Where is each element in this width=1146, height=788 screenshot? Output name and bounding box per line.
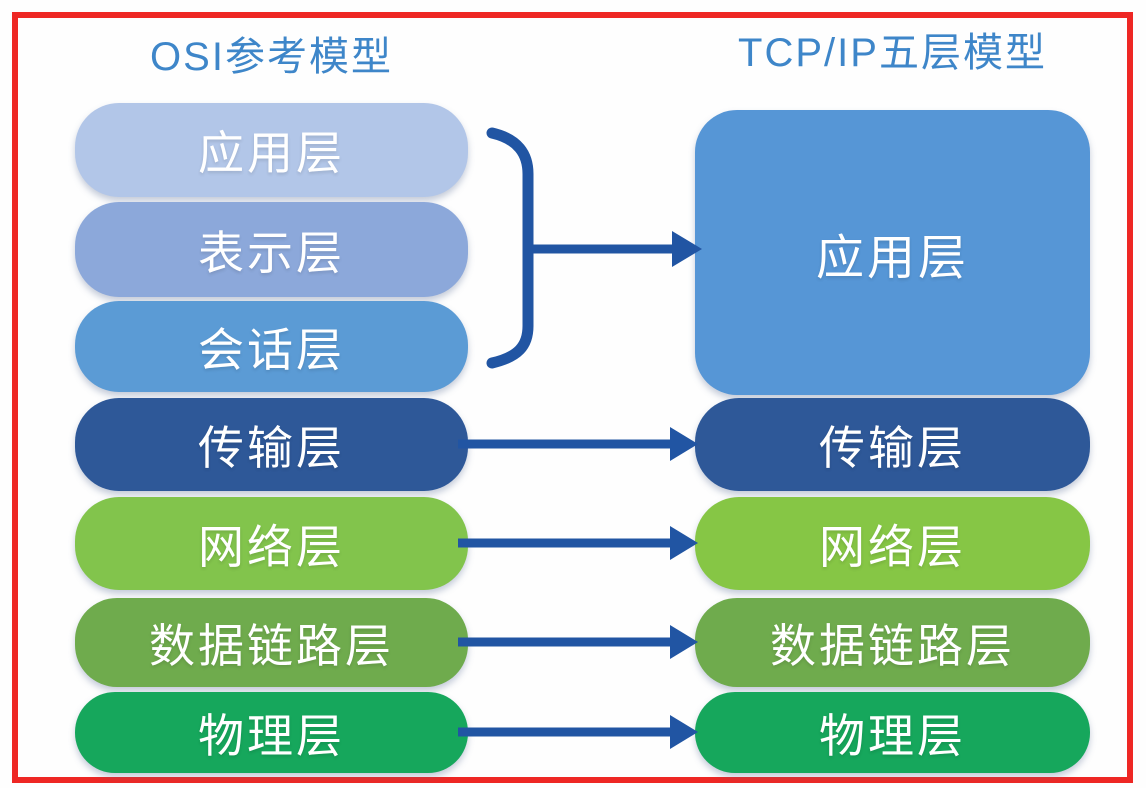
tcpip-layer-application-label: 应用层	[815, 231, 969, 285]
osi-model-title: OSI参考模型	[150, 35, 393, 79]
osi-layer-physical: 物理层	[75, 692, 468, 773]
arrow-network-icon	[458, 526, 698, 560]
arrow-datalink-icon	[458, 625, 698, 659]
tcpip-model-title: TCP/IP五层模型	[738, 31, 1047, 75]
tcpip-layer-physical: 物理层	[695, 692, 1090, 773]
tcpip-layer-network-label: 网络层	[819, 520, 966, 573]
osi-layer-physical-label: 物理层	[198, 709, 345, 762]
osi-layer-session: 会话层	[75, 301, 468, 392]
osi-layer-datalink-label: 数据链路层	[149, 619, 394, 672]
osi-layer-datalink: 数据链路层	[75, 598, 468, 687]
tcpip-layer-application: 应用层	[695, 110, 1090, 395]
arrow-transport-icon	[458, 427, 698, 461]
osi-layer-transport: 传输层	[75, 398, 468, 491]
osi-layer-presentation: 表示层	[75, 202, 468, 297]
osi-layer-presentation-label: 表示层	[198, 226, 345, 279]
osi-layer-session-label: 会话层	[198, 323, 345, 376]
osi-layer-application-label: 应用层	[198, 127, 345, 179]
arrow-physical-icon	[458, 715, 698, 749]
tcpip-layer-transport: 传输层	[695, 398, 1090, 491]
osi-layer-application: 应用层	[75, 103, 468, 197]
merge-brace-icon	[486, 127, 534, 369]
tcpip-layer-physical-label: 物理层	[819, 709, 966, 762]
osi-layer-network: 网络层	[75, 497, 468, 590]
tcpip-layer-transport-label: 传输层	[819, 421, 966, 474]
tcpip-layer-datalink-label: 数据链路层	[770, 619, 1015, 672]
tcpip-layer-network: 网络层	[695, 497, 1090, 590]
arrow-application-icon	[528, 231, 702, 267]
osi-layer-network-label: 网络层	[198, 520, 345, 573]
tcpip-layer-datalink: 数据链路层	[695, 598, 1090, 687]
osi-layer-transport-label: 传输层	[198, 421, 345, 474]
